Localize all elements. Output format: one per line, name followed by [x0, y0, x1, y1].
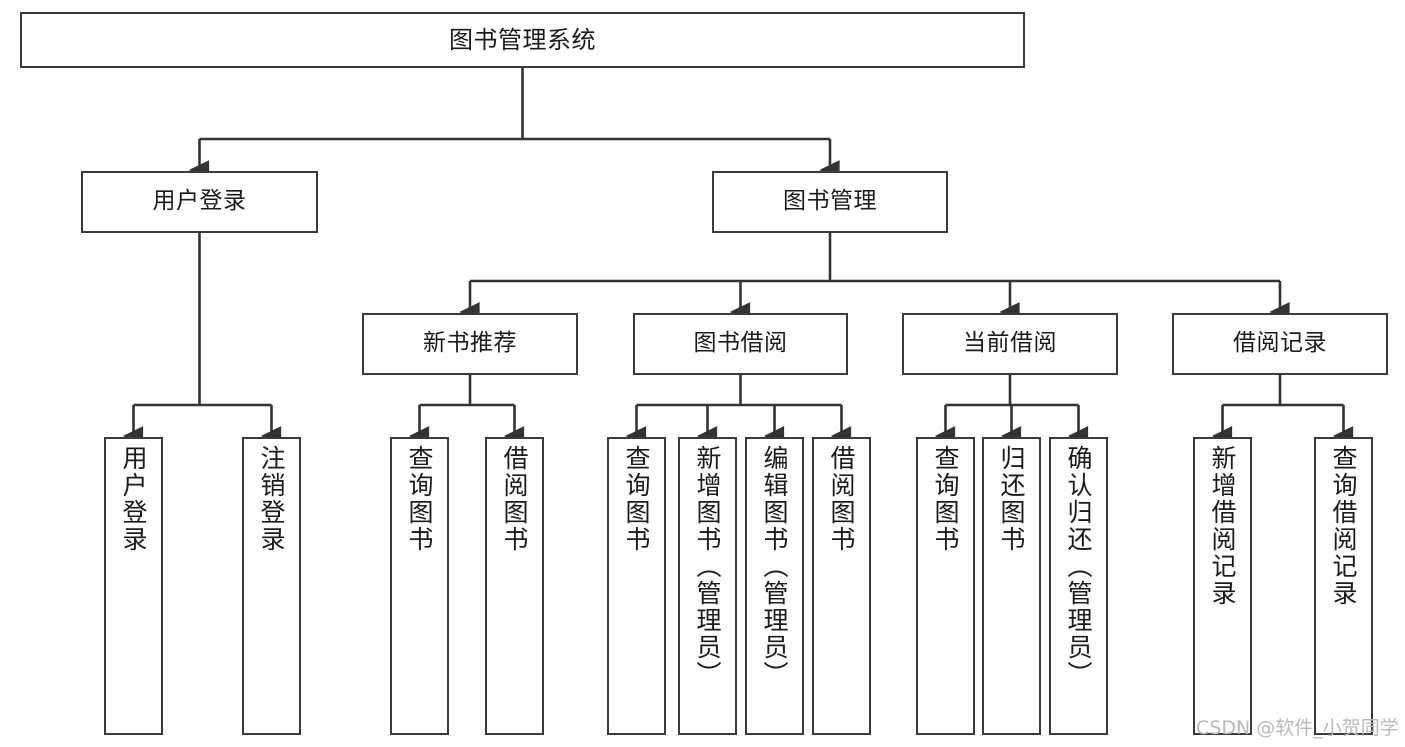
node-label: 查询图书	[931, 445, 960, 553]
node-label: 用户登录	[152, 188, 247, 215]
node-label: 查询图书	[405, 445, 434, 553]
node-leaf-query-record[interactable]: 查询借阅记录	[1314, 437, 1373, 735]
node-book-manage[interactable]: 图书管理	[712, 171, 948, 233]
node-label: 归还图书	[997, 445, 1026, 553]
node-leaf-add-book[interactable]: 新增图书（管理员）	[678, 437, 737, 735]
node-root[interactable]: 图书管理系统	[20, 12, 1025, 68]
node-label: 借阅图书	[827, 445, 856, 553]
node-leaf-user-logout[interactable]: 注销登录	[242, 437, 301, 735]
node-label: 图书管理系统	[449, 25, 596, 54]
node-label: 查询借阅记录	[1329, 445, 1358, 607]
node-label: 当前借阅	[963, 330, 1057, 357]
node-label: 新增借阅记录	[1208, 445, 1237, 607]
csdn-watermark: CSDN @软件_小贺同学	[1196, 717, 1399, 739]
node-leaf-confirm-return[interactable]: 确认归还（管理员）	[1049, 437, 1108, 735]
node-leaf-edit-book[interactable]: 编辑图书（管理员）	[745, 437, 804, 735]
node-borrow-record[interactable]: 借阅记录	[1172, 313, 1388, 375]
node-user-login[interactable]: 用户登录	[81, 171, 318, 233]
node-book-borrow[interactable]: 图书借阅	[633, 313, 848, 375]
node-current-borrow[interactable]: 当前借阅	[902, 313, 1118, 375]
node-label: 用户登录	[119, 445, 148, 553]
node-leaf-query-book-3[interactable]: 查询图书	[916, 437, 975, 735]
node-leaf-return-book[interactable]: 归还图书	[982, 437, 1041, 735]
node-label: 查询图书	[622, 445, 651, 553]
node-label: 图书管理	[783, 188, 877, 215]
node-label: 编辑图书（管理员）	[760, 445, 789, 688]
node-leaf-borrow-book-2[interactable]: 借阅图书	[812, 437, 871, 735]
node-leaf-borrow-book-1[interactable]: 借阅图书	[485, 437, 544, 735]
node-label: 图书借阅	[693, 330, 788, 357]
node-label: 确认归还（管理员）	[1064, 445, 1093, 688]
node-label: 新书推荐	[423, 330, 517, 357]
node-leaf-query-book-2[interactable]: 查询图书	[607, 437, 666, 735]
node-leaf-add-record[interactable]: 新增借阅记录	[1193, 437, 1252, 735]
node-new-book-rec[interactable]: 新书推荐	[362, 313, 578, 375]
node-label: 新增图书（管理员）	[693, 445, 722, 688]
node-label: 借阅记录	[1233, 330, 1327, 357]
node-leaf-query-book-1[interactable]: 查询图书	[390, 437, 449, 735]
node-leaf-user-login[interactable]: 用户登录	[104, 437, 163, 735]
node-label: 注销登录	[257, 445, 286, 553]
node-label: 借阅图书	[500, 445, 529, 553]
